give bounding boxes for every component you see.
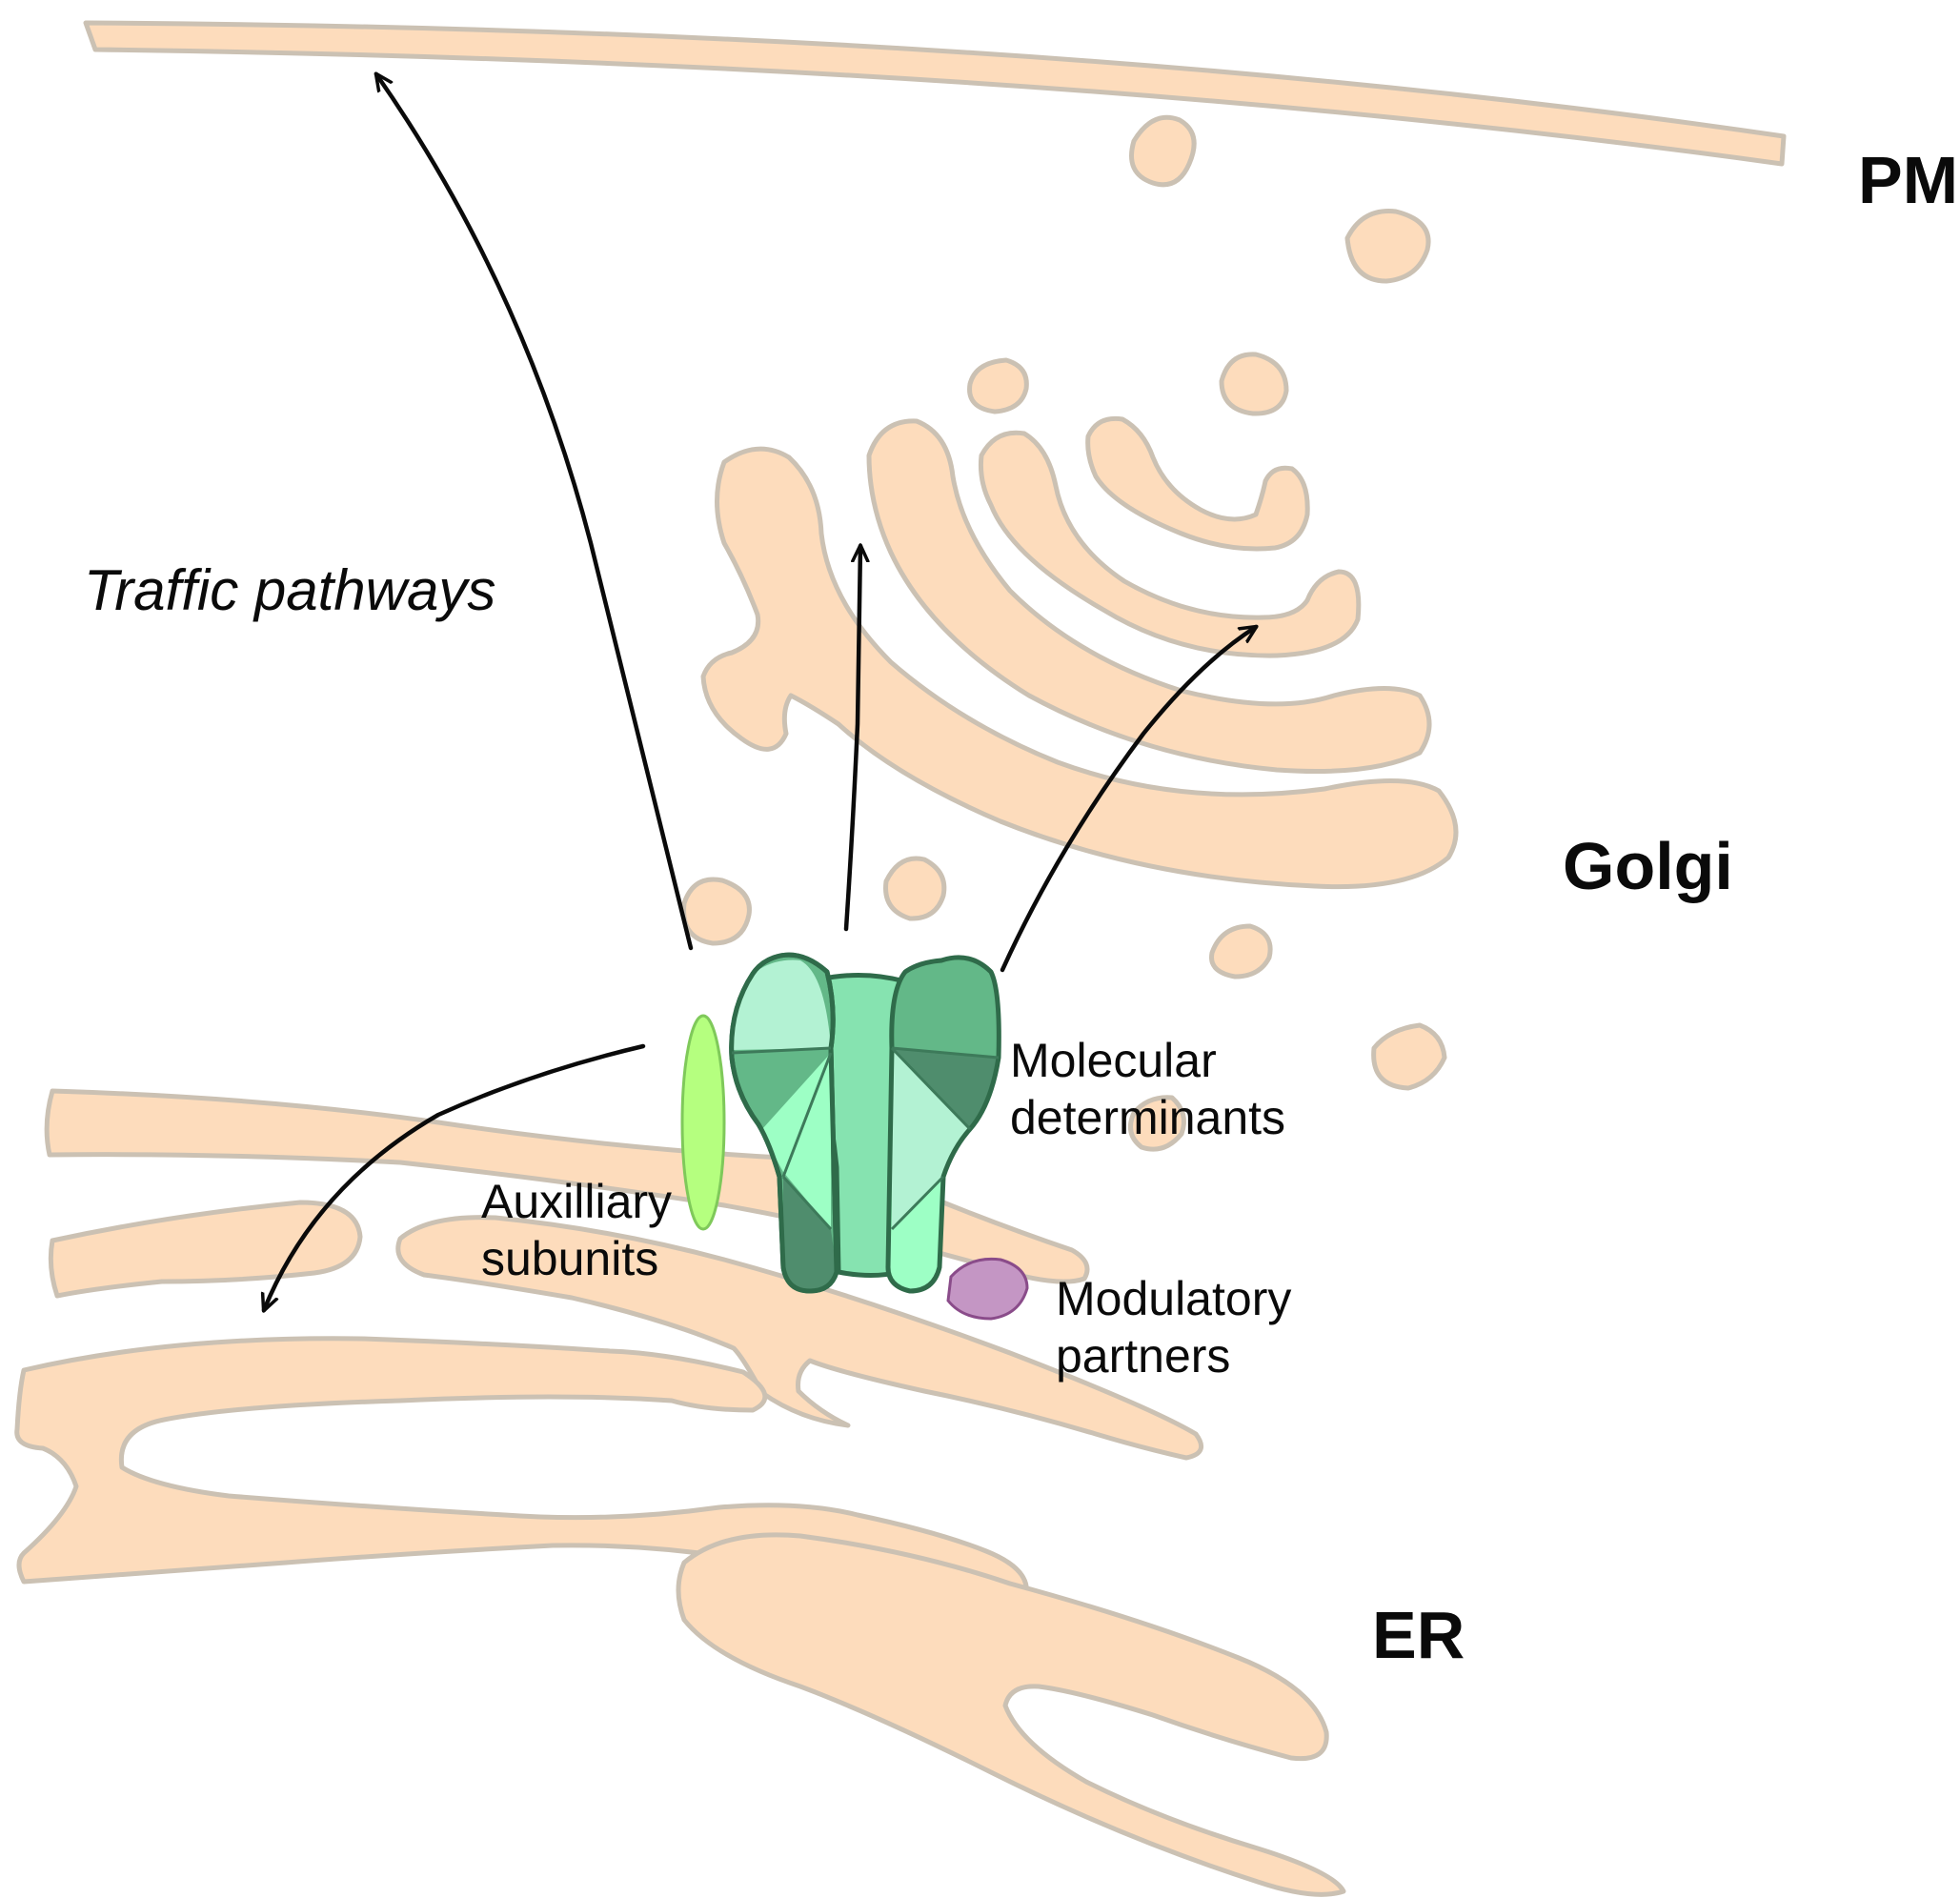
vesicles	[681, 114, 1447, 1152]
vesicle	[1219, 352, 1289, 416]
arrow-to-golgi	[843, 546, 860, 932]
er-sheet	[44, 1088, 1090, 1284]
golgi-apparatus	[700, 415, 1459, 890]
vesicle	[1129, 114, 1197, 188]
er-sheet	[395, 1215, 1204, 1461]
arrow-to-golgi-cisterna	[1000, 627, 1256, 973]
golgi-cisterna	[979, 430, 1362, 658]
modulatory-partners-label-line2: partners	[1056, 1329, 1230, 1383]
auxiliary-subunits-label-line1: Auxilliary	[481, 1175, 672, 1228]
traffic-pathways-label: Traffic pathways	[84, 558, 495, 622]
ion-channel	[729, 952, 1001, 1294]
vesicle	[967, 357, 1029, 414]
modulatory-partners-label-line1: Modulatory	[1056, 1272, 1291, 1325]
vesicle	[1127, 1095, 1186, 1152]
modulatory-partner	[946, 1257, 1029, 1321]
molecular-determinants-label-line2: determinants	[1010, 1091, 1285, 1144]
plasma-membrane	[83, 20, 1787, 167]
arrow-to-er	[264, 1043, 646, 1310]
endoplasmic-reticulum	[14, 1088, 1346, 1897]
auxiliary-subunits-label-line2: subunits	[481, 1232, 658, 1285]
vesicle	[681, 877, 752, 946]
traffic-arrows	[264, 74, 1256, 1310]
auxiliary-subunit	[680, 1014, 726, 1231]
golgi-cisterna	[866, 418, 1432, 775]
vesicle	[883, 856, 947, 921]
molecular-determinants-label-line1: Molecular	[1010, 1034, 1217, 1087]
vesicle	[1209, 923, 1273, 979]
pm-label: PM	[1858, 143, 1958, 217]
er-label: ER	[1372, 1598, 1465, 1672]
golgi-cisterna	[700, 446, 1459, 890]
golgi-cisterna	[1085, 415, 1310, 552]
arrow-to-pm	[376, 74, 694, 951]
golgi-label: Golgi	[1563, 829, 1733, 903]
er-sheet	[676, 1532, 1346, 1897]
vesicle	[1371, 1022, 1447, 1091]
er-sheet	[48, 1200, 363, 1299]
vesicle	[1344, 209, 1431, 284]
